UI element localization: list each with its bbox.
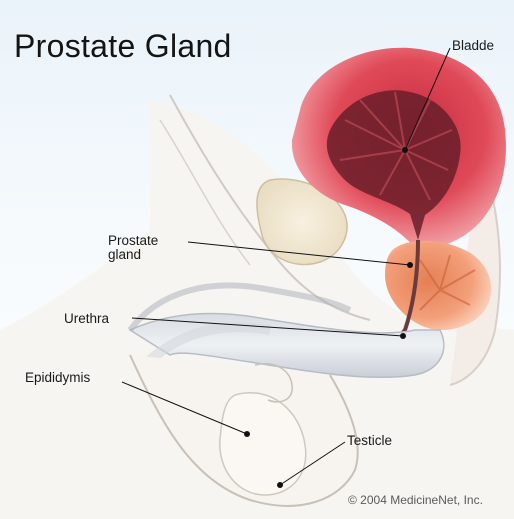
epididymis-dot	[244, 431, 250, 437]
urethra-dot	[400, 333, 406, 339]
epididymis-label: Epididymis	[25, 371, 90, 385]
testicle-label: Testicle	[347, 434, 392, 448]
bladder-label: Bladde	[452, 39, 494, 53]
urethra-label: Urethra	[64, 312, 109, 326]
copyright-notice: © 2004 MedicineNet, Inc.	[348, 493, 483, 507]
prostate-dot	[407, 262, 413, 268]
testicle-dot	[277, 482, 283, 488]
figure-title: Prostate Gland	[14, 28, 232, 65]
prostate-gland-label: Prostate gland	[108, 234, 188, 262]
prostate-label-line2: gland	[108, 248, 188, 262]
prostate-label-line1: Prostate	[108, 234, 188, 248]
bladder-dot	[402, 147, 408, 153]
